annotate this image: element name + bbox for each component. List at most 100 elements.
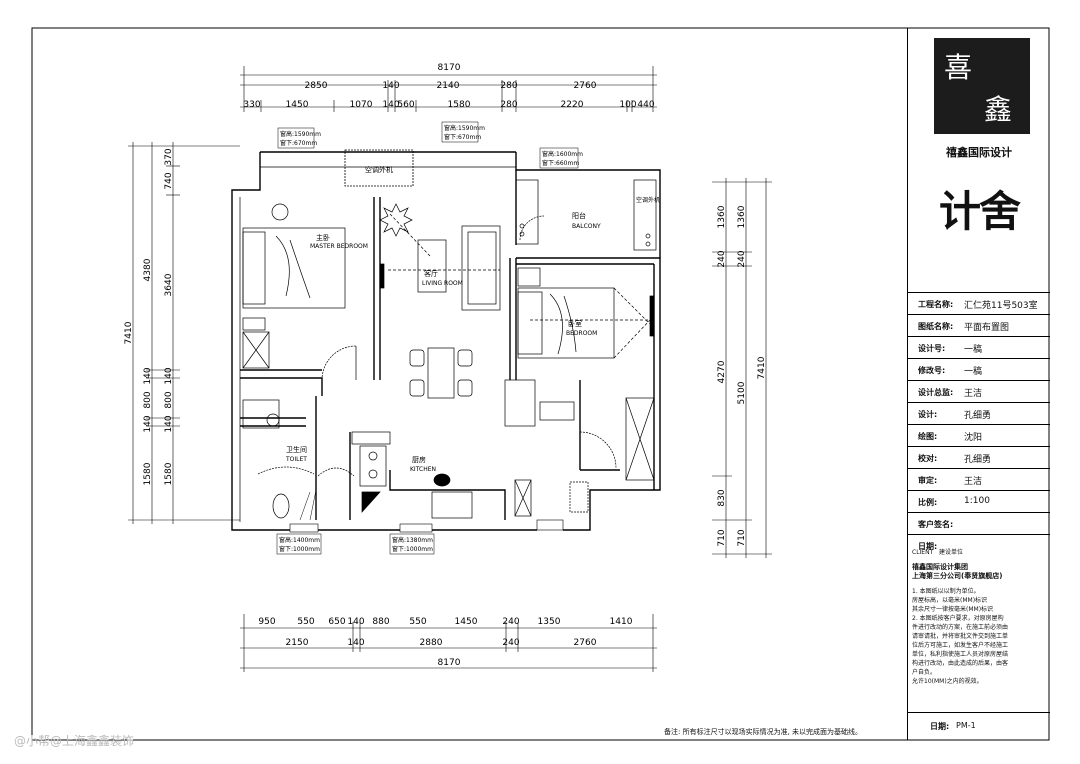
bottom-total: 8170 — [438, 658, 461, 668]
left-dim: 800 — [164, 391, 174, 408]
row-value: 孔细勇 — [964, 455, 992, 465]
top-dim: 1580 — [448, 100, 471, 110]
bottom-dim: 1450 — [455, 617, 478, 627]
kitchen — [351, 431, 589, 519]
note-line: 位后方可施工，如发生客户不经施工 — [912, 642, 1009, 649]
client-label: CLIENT — [912, 549, 934, 556]
footer-note: 备注: 所有标注尺寸以现场实际情况为准, 未以完成面为基础线。 — [664, 728, 863, 736]
title-block-row: 图纸名称:平面布置图 — [908, 314, 1050, 336]
bottom-dim: 2150 — [286, 638, 309, 648]
bottom-dim: 1410 — [610, 617, 633, 627]
title-block-row: 客户签名: — [908, 512, 1050, 534]
client-name-1: 禧鑫国际设计集团 — [912, 563, 968, 571]
note-line: 请审请批，并将审批文件交到施工单 — [912, 633, 1009, 640]
top-dim: 2220 — [561, 100, 584, 110]
sheet-number: PM-1 — [956, 721, 976, 730]
right-dim: 710 — [737, 529, 747, 546]
brand-mark: 计舍 — [938, 187, 1021, 236]
row-key: 工程名称: — [918, 300, 954, 309]
row-key: 审定: — [918, 476, 938, 485]
watermark: @小帮@上海鑫鑫装饰 — [14, 734, 135, 748]
left-dim: 140 — [143, 415, 153, 432]
client-small: 建设单位 — [938, 549, 963, 556]
right-total: 7410 — [757, 356, 767, 379]
title-block-row: 校对: 孔细勇 — [908, 446, 1050, 468]
right-dim: 4270 — [717, 360, 727, 383]
bottom-dim: 550 — [297, 617, 314, 627]
notes: 1. 本图纸以以制为单位。房屋标高，以毫米(MM)标识其余尺寸一律按毫米(MM)… — [912, 587, 1048, 686]
bottom-dim: 140 — [347, 638, 364, 648]
top-dim: 2850 — [305, 81, 328, 91]
left-dim: 140 — [143, 367, 153, 384]
bottom-dim: 550 — [409, 617, 426, 627]
walls — [231, 151, 661, 531]
toilet-label-cn: 卫生间 — [286, 445, 307, 454]
ac-balcony-label: 空调外机 — [636, 196, 660, 204]
note-line: 房屋标高，以毫米(MM)标识 — [912, 597, 988, 604]
left-dim: 740 — [164, 172, 174, 189]
bottom-dim: 240 — [502, 617, 519, 627]
left-dim: 140 — [164, 367, 174, 384]
right-dim-labels: 1360 240 4270 830 710 1360 240 5100 710 … — [717, 205, 767, 546]
right-dim: 710 — [717, 529, 727, 546]
master-bedroom-label-cn: 主卧 — [316, 233, 330, 242]
toilet — [242, 399, 355, 521]
balcony-label-cn: 阳台 — [572, 211, 586, 220]
top-dim: 100 — [619, 100, 636, 110]
top-dim: 140 — [382, 81, 399, 91]
window-note-5a: 窗高:1380mm — [392, 536, 433, 544]
kitchen-label-cn: 厨房 — [412, 455, 426, 464]
top-dim: 560 — [397, 100, 414, 110]
bottom-dim: 2880 — [420, 638, 443, 648]
master-bedroom — [242, 203, 385, 381]
title-block-row: 修改号:一稿 — [908, 358, 1050, 380]
bottom-dimensions — [240, 614, 657, 672]
top-dimensions — [240, 66, 657, 112]
title-block-row: 审定:王洁 — [908, 468, 1050, 490]
living-room — [379, 203, 501, 399]
row-key: 绘图: — [918, 432, 938, 441]
row-key: 比例: — [918, 498, 938, 507]
bottom-dim: 880 — [372, 617, 389, 627]
balcony-label-en: BALCONY — [572, 223, 601, 230]
row-value: 沈阳 — [964, 433, 983, 443]
logo-char-1: 喜 — [944, 51, 973, 84]
top-dim: 2140 — [437, 81, 460, 91]
bottom-dim: 950 — [258, 617, 275, 627]
right-dim: 5100 — [737, 381, 747, 404]
left-dim: 800 — [143, 391, 153, 408]
bedroom-2-label-en: BEDROOM — [566, 330, 597, 337]
note-line: 1. 本图纸以以制为单位。 — [912, 588, 980, 595]
title-block: 喜 鑫 禧鑫国际设计 计舍 工程名称:汇仁苑11号503室图纸名称:平面布置图设… — [907, 28, 1050, 740]
left-dim: 4380 — [143, 258, 153, 281]
row-key: 设计总监: — [918, 388, 954, 397]
note-line: 构进行改动，由此造成的后果，由客 — [912, 660, 1009, 667]
title-block-row: 设计:孔细勇 — [908, 402, 1050, 424]
window-note-4a: 窗高:1400mm — [279, 536, 320, 544]
top-dim: 330 — [243, 100, 260, 110]
bottom-dim: 650 — [328, 617, 345, 627]
living-room-label-cn: 客厅 — [424, 269, 438, 278]
right-dim: 1360 — [717, 205, 727, 228]
client-section: CLIENT 建设单位 禧鑫国际设计集团 上海第三分公司(奉贤旗舰店) 1. 本… — [912, 548, 1048, 686]
left-dim: 1580 — [164, 462, 174, 485]
row-value: 1:100 — [964, 496, 990, 506]
sheet-row: 日期: PM-1 — [908, 712, 1050, 741]
title-block-row: 比例: 1:100 — [908, 490, 1050, 512]
top-dim: 440 — [637, 100, 654, 110]
row-key: 校对: — [918, 454, 938, 463]
ac-label: 空调外机 — [365, 165, 393, 174]
row-value: 一稿 — [964, 345, 983, 355]
bottom-dim: 240 — [502, 638, 519, 648]
left-dimensions — [128, 142, 240, 524]
row-key: 日期: — [918, 542, 938, 551]
bottom-dim: 140 — [347, 617, 364, 627]
balcony — [515, 179, 657, 251]
title-block-row: 设计号:一稿 — [908, 336, 1050, 358]
bedroom-2-label-cn: 卧室 — [568, 319, 582, 328]
master-bedroom-label-en: MASTER BEDROOM — [310, 243, 368, 250]
window-notes: 窗高:1590mm 窗下:670mm 窗高:1590mm 窗下:670mm 窗高… — [276, 121, 583, 555]
left-dim: 140 — [164, 415, 174, 432]
top-dim: 280 — [500, 100, 517, 110]
left-dim-labels: 7410 4380 140 800 140 1580 370 740 3640 … — [124, 148, 174, 485]
